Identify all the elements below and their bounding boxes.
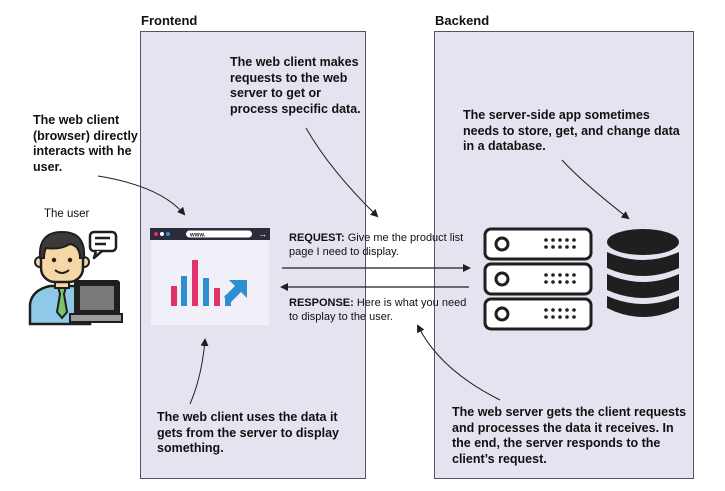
server-icon (482, 226, 594, 332)
note-web-client-requests: The web client makes requests to the web… (230, 55, 361, 116)
note-server-side-app: The server-side app sometimes needs to s… (463, 108, 680, 153)
callout-web-server-note (417, 324, 501, 401)
database-icon (606, 228, 680, 322)
chat-bubble-icon (88, 230, 118, 260)
illustration-bar-2 (181, 276, 187, 306)
illustration-bar-5 (214, 288, 220, 306)
callout-server-app-note (561, 159, 630, 220)
forward-arrow-icon: → (258, 229, 267, 239)
request-text: Give me the product list page I need to … (289, 232, 464, 258)
user-illustration (20, 226, 124, 326)
response-text: Here is what you need to display to the … (289, 297, 467, 323)
user-label: The user (44, 208, 90, 220)
note-web-server-gets: The web server gets the client requests … (452, 405, 687, 466)
request-label: REQUEST: (289, 232, 345, 244)
callout-uses-data-note (189, 338, 209, 405)
address-bar-text: www. (189, 233, 206, 239)
browser-window: www. → (149, 227, 271, 327)
note-web-client-interacts: The web client (browser) directly intera… (33, 113, 138, 174)
frontend-title: Frontend (141, 13, 198, 28)
callout-requests-note (305, 127, 379, 218)
request-message: REQUEST: Give me the product list page I… (289, 231, 469, 259)
response-message: RESPONSE: Here is what you need to displ… (289, 296, 469, 324)
illustration-bar-3 (192, 260, 198, 306)
illustration-bar-4 (203, 278, 209, 306)
response-label: RESPONSE: (289, 297, 354, 309)
note-web-client-uses-data: The web client uses the data it gets fro… (157, 410, 340, 455)
illustration-bar-1 (171, 286, 177, 306)
cursor-arrow-icon (224, 280, 247, 303)
callout-user-note (97, 175, 186, 216)
backend-title: Backend (435, 13, 490, 28)
